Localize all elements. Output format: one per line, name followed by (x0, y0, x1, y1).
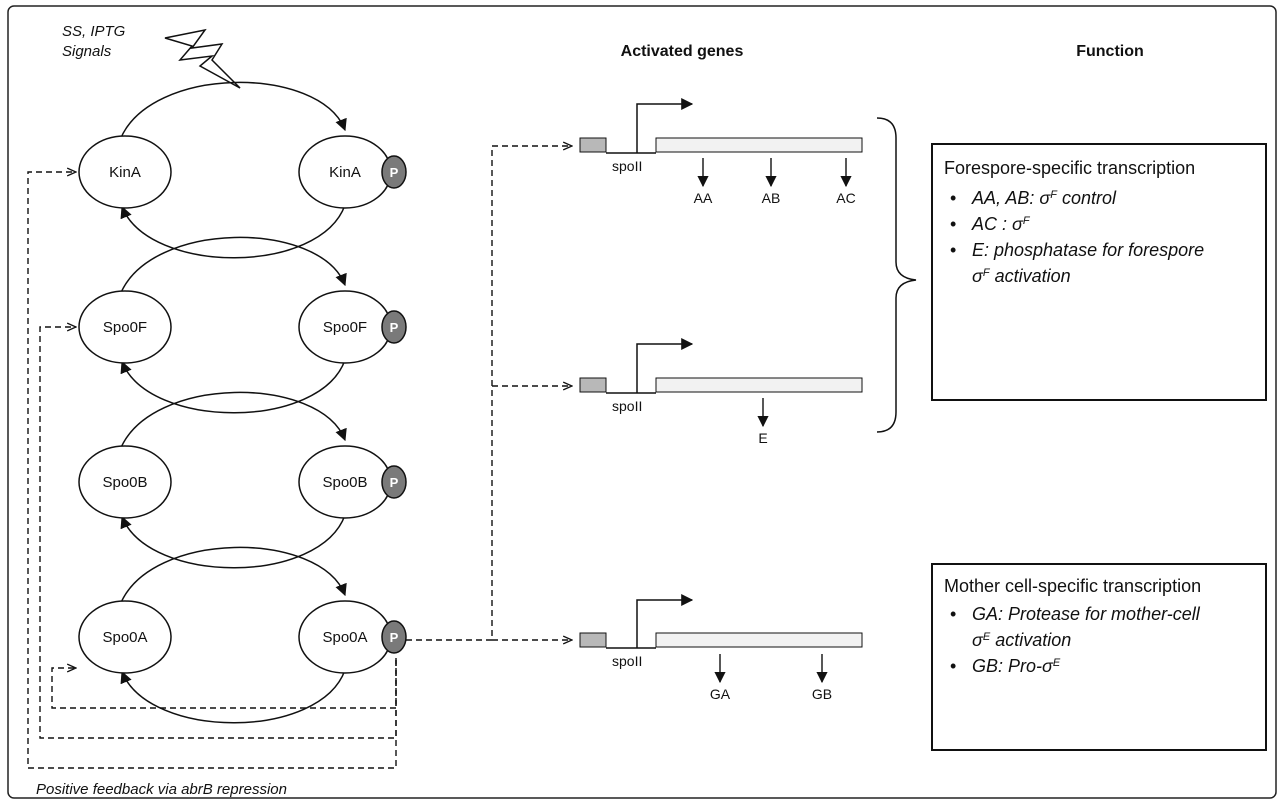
cycle-kinA (119, 81, 347, 259)
transcription-start-arrow (636, 594, 694, 648)
promoter-label: spoII (612, 653, 642, 669)
operon-1: spoII AA AB AC (579, 98, 863, 206)
svg-text:Spo0A: Spo0A (322, 629, 367, 646)
footer-caption: Positive feedback via abrB repression (36, 781, 287, 798)
svg-text:KinA: KinA (109, 164, 141, 181)
header-activated-genes: Activated genes (621, 43, 744, 60)
gene-cluster-box (655, 137, 863, 153)
operon-2: spoII E (579, 338, 863, 446)
mother-item-2: GB: Pro-σE (972, 656, 1061, 676)
phospho-badge-spo0F: P (381, 310, 407, 344)
lightning-bolt-icon (164, 28, 241, 89)
forespore-item-3-line1: E: phosphatase for forespore (972, 240, 1204, 260)
forespore-item-2: AC : σF (971, 214, 1031, 234)
operon-3: spoII GA GB (579, 594, 863, 702)
node-kinA-right: KinA (298, 135, 392, 209)
mother-item-1-line1: GA: Protease for mother-cell (972, 604, 1201, 624)
gene-cluster-box (655, 377, 863, 393)
forespore-item-3-line2: σF activation (972, 266, 1071, 286)
bullet: • (950, 188, 956, 208)
gene-label-AB: AB (762, 190, 781, 206)
svg-text:P: P (390, 475, 399, 490)
promoter-box (579, 632, 607, 648)
node-spo0A-left: Spo0A (78, 600, 172, 674)
forespore-function-box: Forespore-specific transcription • AA, A… (931, 143, 1267, 401)
node-spo0B-left: Spo0B (78, 445, 172, 519)
signal-label-line2: Signals (62, 43, 112, 60)
mother-item-1-line2: σE activation (972, 630, 1071, 650)
svg-text:Spo0B: Spo0B (322, 474, 367, 491)
bullet: • (950, 656, 956, 676)
bullet: • (950, 604, 956, 624)
svg-text:Spo0F: Spo0F (323, 319, 367, 336)
svg-text:KinA: KinA (329, 164, 361, 181)
phospho-badge-kinA: P (381, 155, 407, 189)
node-kinA-left: KinA (78, 135, 172, 209)
cycle-spo0B (119, 391, 347, 569)
promoter-label: spoII (612, 398, 642, 414)
gene-label-GA: GA (710, 686, 731, 702)
promoter-box (579, 377, 607, 393)
svg-text:Spo0F: Spo0F (103, 319, 147, 336)
gene-cluster-box (655, 632, 863, 648)
mother-cell-function-box: Mother cell-specific transcription • GA:… (931, 563, 1267, 751)
node-spo0F-left: Spo0F (78, 290, 172, 364)
bullet: • (950, 214, 956, 234)
node-spo0B-right: Spo0B (298, 445, 392, 519)
phospho-badge-spo0B: P (381, 465, 407, 499)
node-spo0F-right: Spo0F (298, 290, 392, 364)
grouping-brace (876, 117, 917, 433)
forespore-title: Forespore-specific transcription (944, 158, 1195, 178)
node-spo0A-right: Spo0A (298, 600, 392, 674)
cycle-spo0A (119, 546, 347, 724)
header-function: Function (1076, 43, 1144, 60)
feedback-loops (27, 146, 572, 769)
promoter-box (579, 137, 607, 153)
forespore-item-1: AA, AB: σF control (971, 188, 1117, 208)
gene-label-E: E (758, 430, 767, 446)
svg-text:Spo0A: Spo0A (102, 629, 147, 646)
mother-title: Mother cell-specific transcription (944, 576, 1201, 596)
promoter-label: spoII (612, 158, 642, 174)
outer-frame (7, 5, 1277, 799)
svg-text:P: P (390, 165, 399, 180)
svg-text:P: P (390, 320, 399, 335)
phospho-badge-spo0A: P (381, 620, 407, 654)
transcription-start-arrow (636, 98, 694, 153)
gene-label-GB: GB (812, 686, 832, 702)
svg-text:Spo0B: Spo0B (102, 474, 147, 491)
signal-label-line1: SS, IPTG (62, 23, 126, 40)
cycle-spo0F (119, 236, 347, 414)
gene-label-AA: AA (694, 190, 713, 206)
bullet: • (950, 240, 956, 260)
transcription-start-arrow (636, 338, 694, 393)
gene-label-AC: AC (836, 190, 855, 206)
svg-text:P: P (390, 630, 399, 645)
